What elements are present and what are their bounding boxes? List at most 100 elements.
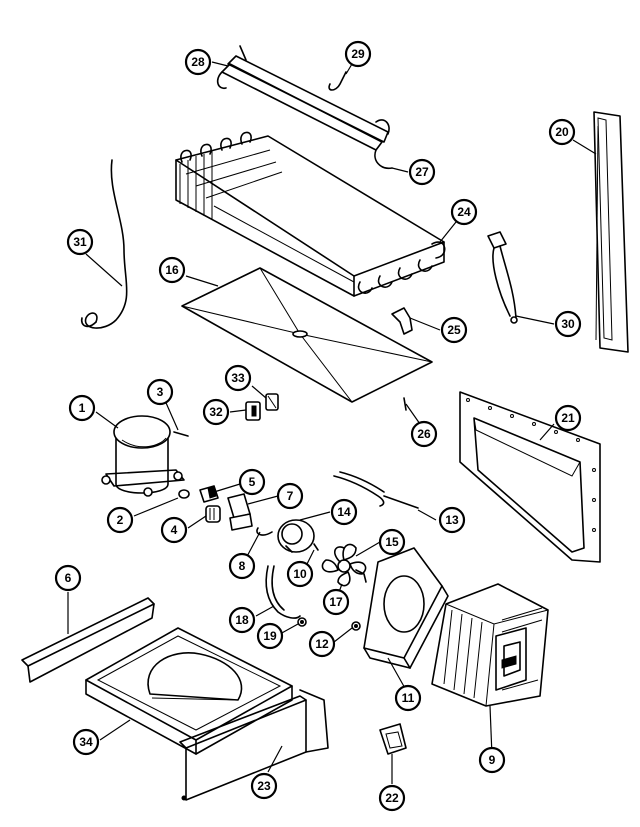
- callout-17-label: 17: [329, 595, 343, 609]
- callout-16-label: 16: [165, 263, 179, 277]
- callout-22-label: 22: [385, 791, 399, 805]
- callout-13: 13: [438, 506, 466, 534]
- callout-32: 32: [202, 398, 230, 426]
- callout-18: 18: [228, 606, 256, 634]
- callout-2-label: 2: [117, 513, 124, 527]
- callout-1: 1: [68, 394, 96, 422]
- callout-25: 25: [440, 316, 468, 344]
- callout-29-label: 29: [351, 47, 365, 61]
- callout-5: 5: [238, 468, 266, 496]
- callout-15: 15: [378, 528, 406, 556]
- callout-25-label: 25: [447, 323, 461, 337]
- part-12-nut: [351, 621, 361, 631]
- callout-28-label: 28: [191, 55, 205, 69]
- callout-31: 31: [66, 228, 94, 256]
- part-10-nut: [313, 543, 319, 551]
- part-25-bracket: [391, 307, 413, 335]
- callout-28: 28: [184, 48, 212, 76]
- callout-9: 9: [478, 746, 506, 774]
- callout-12: 12: [308, 630, 336, 658]
- part-30-thermostat: [487, 231, 518, 324]
- part-24-evaporator: [175, 131, 446, 297]
- callout-27-label: 27: [415, 165, 429, 179]
- callout-8-label: 8: [239, 559, 246, 573]
- part-1-compressor: [101, 415, 185, 497]
- callout-13-label: 13: [445, 513, 459, 527]
- callout-6-label: 6: [65, 571, 72, 585]
- callout-30: 30: [554, 310, 582, 338]
- callout-15-label: 15: [385, 535, 399, 549]
- part-18-strap: [265, 565, 301, 619]
- part-28-27-tube-assembly: [216, 45, 393, 170]
- part-20-strip: [593, 111, 629, 353]
- callout-19: 19: [256, 622, 284, 650]
- part-31-drain-tube: [80, 159, 128, 329]
- callout-4-label: 4: [171, 523, 178, 537]
- callout-8: 8: [228, 552, 256, 580]
- callout-14: 14: [330, 498, 358, 526]
- part-14-fan-motor: [277, 519, 315, 553]
- callout-23: 23: [250, 772, 278, 800]
- callout-16: 16: [158, 256, 186, 284]
- callout-33-label: 33: [231, 371, 245, 385]
- callout-4: 4: [160, 516, 188, 544]
- callout-5-label: 5: [249, 475, 256, 489]
- part-19-nut: [297, 617, 307, 627]
- callout-11-label: 11: [402, 691, 415, 705]
- callout-17: 17: [322, 588, 350, 616]
- callout-29: 29: [344, 40, 372, 68]
- callout-10-label: 10: [293, 567, 307, 581]
- callout-31-label: 31: [73, 235, 87, 249]
- callout-9-label: 9: [489, 753, 496, 767]
- part-8-clip: [256, 527, 273, 536]
- callout-11: 11: [394, 684, 422, 712]
- callout-22: 22: [378, 784, 406, 812]
- part-16-cover-panel: [181, 267, 433, 403]
- callout-7: 7: [276, 482, 304, 510]
- part-7-start-device: [227, 493, 253, 531]
- part-34-drain-pan: [85, 627, 293, 755]
- callout-30-label: 30: [561, 317, 575, 331]
- callout-3: 3: [146, 378, 174, 406]
- callout-20: 20: [548, 118, 576, 146]
- callout-7-label: 7: [287, 489, 294, 503]
- part-6-front-bar: [21, 597, 155, 683]
- part-11-fan-shroud: [363, 547, 449, 669]
- callout-24-label: 24: [457, 205, 471, 219]
- callout-34: 34: [72, 728, 100, 756]
- part-22-damper: [379, 723, 407, 755]
- callout-14-label: 14: [337, 505, 351, 519]
- part-29-hook: [328, 71, 347, 91]
- part-3-rod: [173, 431, 189, 437]
- part-26-screw: [403, 397, 407, 411]
- callout-20-label: 20: [555, 125, 569, 139]
- callout-2: 2: [106, 506, 134, 534]
- callout-26-label: 26: [417, 427, 431, 441]
- part-23-bottom-panel: [179, 689, 329, 801]
- callout-33: 33: [224, 364, 252, 392]
- callout-19-label: 19: [263, 629, 277, 643]
- callout-34-label: 34: [79, 735, 93, 749]
- callout-23-label: 23: [257, 779, 271, 793]
- callout-26: 26: [410, 420, 438, 448]
- callout-10: 10: [286, 560, 314, 588]
- callout-6: 6: [54, 564, 82, 592]
- callout-24: 24: [450, 198, 478, 226]
- callout-12-label: 12: [315, 637, 329, 651]
- part-33-block: [265, 393, 279, 411]
- part-13-heater-cord: [333, 471, 419, 509]
- part-4-overload: [205, 505, 221, 523]
- part-15-fan-blade: [321, 543, 367, 587]
- callout-32-label: 32: [209, 405, 223, 419]
- part-5-relay: [199, 485, 219, 503]
- callout-21-label: 21: [561, 411, 575, 425]
- callout-18-label: 18: [235, 613, 249, 627]
- callout-3-label: 3: [157, 385, 164, 399]
- part-32-block: [245, 401, 261, 421]
- part-9-condenser: [431, 583, 549, 707]
- callout-1-label: 1: [79, 401, 86, 415]
- part-21-liner-panel: [459, 391, 601, 563]
- callout-bubbles: 28 29 27 24 20 31 16 25 30 26 21 33 32 1…: [54, 40, 582, 812]
- callout-27: 27: [408, 158, 436, 186]
